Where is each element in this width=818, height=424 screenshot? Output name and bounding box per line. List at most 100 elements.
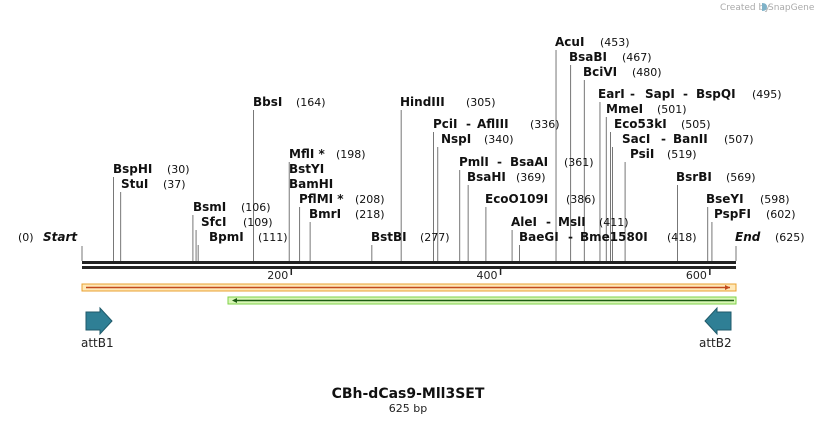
start-label: Start bbox=[43, 230, 78, 244]
site-position: (111) bbox=[258, 231, 288, 244]
site-label[interactable]: BsrBI bbox=[676, 170, 712, 184]
site-position: (569) bbox=[726, 171, 756, 184]
site-label[interactable]: BanII bbox=[673, 132, 708, 146]
site-label[interactable]: MmeI bbox=[606, 102, 643, 116]
green-feature-arrow[interactable] bbox=[227, 296, 737, 305]
site-label[interactable]: SfcI bbox=[201, 215, 226, 229]
plasmid-length: 625 bp bbox=[389, 402, 427, 415]
site-label[interactable]: EcoO109I bbox=[485, 192, 548, 206]
ruler-tick-label: 600 bbox=[686, 269, 707, 282]
site-position: (411) bbox=[599, 216, 629, 229]
site-separator: - bbox=[630, 87, 635, 101]
site-position: (505) bbox=[681, 118, 711, 131]
site-label[interactable]: BseYI bbox=[706, 192, 744, 206]
site-label[interactable]: AflIII bbox=[477, 117, 509, 131]
site-label[interactable]: BamHI bbox=[289, 177, 333, 191]
site-label[interactable]: AleI bbox=[511, 215, 537, 229]
site-position: (361) bbox=[564, 156, 594, 169]
features bbox=[81, 283, 737, 305]
site-label[interactable]: BpmI bbox=[209, 230, 244, 244]
snapgene-credit: Created by SnapGene bbox=[720, 3, 815, 13]
site-position: (519) bbox=[667, 148, 697, 161]
site-position: (218) bbox=[355, 208, 385, 221]
site-separator: - bbox=[683, 87, 688, 101]
site-separator: - bbox=[568, 230, 573, 244]
site-label[interactable]: MslI bbox=[558, 215, 586, 229]
site-position: (109) bbox=[243, 216, 273, 229]
site-position: (495) bbox=[752, 88, 782, 101]
site-label[interactable]: BspHI bbox=[113, 162, 152, 176]
site-label[interactable]: PciI bbox=[433, 117, 458, 131]
site-label[interactable]: SacI bbox=[622, 132, 650, 146]
site-position: (501) bbox=[657, 103, 687, 116]
site-position: (386) bbox=[566, 193, 596, 206]
site-position: (598) bbox=[760, 193, 790, 206]
site-label[interactable]: BsaAI bbox=[510, 155, 548, 169]
end-label: End bbox=[735, 230, 761, 244]
site-label[interactable]: NspI bbox=[441, 132, 471, 146]
attb2-feature[interactable]: attB2 bbox=[699, 306, 732, 350]
site-label[interactable]: PspFI bbox=[714, 207, 751, 221]
attb1-label: attB1 bbox=[81, 336, 114, 350]
site-label[interactable]: Eco53kI bbox=[614, 117, 667, 131]
site-leader-lines bbox=[81, 50, 737, 261]
site-position: (277) bbox=[420, 231, 450, 244]
site-label[interactable]: BstYI bbox=[289, 162, 324, 176]
site-label[interactable]: BaeGI bbox=[519, 230, 559, 244]
site-label[interactable]: BstBI bbox=[371, 230, 407, 244]
attb1-arrow-icon bbox=[85, 306, 113, 336]
site-label[interactable]: EarI bbox=[598, 87, 625, 101]
site-position: (369) bbox=[516, 171, 546, 184]
site-separator: - bbox=[661, 132, 666, 146]
site-position: (480) bbox=[632, 66, 662, 79]
ruler-tick-label: 400 bbox=[477, 269, 498, 282]
site-label[interactable]: HindIII bbox=[400, 95, 445, 109]
restriction-sites: AcuI (453) BsaBI (467) BciVI (480) EarI … bbox=[113, 35, 796, 244]
credit-prefix: Created by bbox=[720, 3, 770, 13]
site-label[interactable]: Bme1580I bbox=[580, 230, 648, 244]
end-position: (625) bbox=[775, 231, 805, 244]
site-position: (106) bbox=[241, 201, 271, 214]
site-label[interactable]: PsiI bbox=[630, 147, 654, 161]
site-position: (507) bbox=[724, 133, 754, 146]
site-position: (164) bbox=[296, 96, 326, 109]
site-label[interactable]: MflI * bbox=[289, 147, 325, 161]
site-label[interactable]: PflMI * bbox=[299, 192, 344, 206]
site-separator: - bbox=[497, 155, 502, 169]
sequence-backbone bbox=[82, 261, 736, 269]
site-position: (198) bbox=[336, 148, 366, 161]
snapgene-logo-icon bbox=[762, 3, 767, 11]
site-position: (467) bbox=[622, 51, 652, 64]
ruler-ticks: 200 400 600 bbox=[267, 266, 711, 282]
ruler-tick-label: 200 bbox=[267, 269, 288, 282]
site-position: (30) bbox=[167, 163, 190, 176]
site-label[interactable]: SapI bbox=[645, 87, 675, 101]
site-position: (340) bbox=[484, 133, 514, 146]
site-label[interactable]: BsaHI bbox=[467, 170, 506, 184]
site-position: (208) bbox=[355, 193, 385, 206]
site-label[interactable]: BciVI bbox=[583, 65, 617, 79]
site-position: (602) bbox=[766, 208, 796, 221]
site-position: (418) bbox=[667, 231, 697, 244]
site-label[interactable]: BspQI bbox=[696, 87, 736, 101]
site-label[interactable]: BbsI bbox=[253, 95, 282, 109]
site-position: (305) bbox=[466, 96, 496, 109]
site-label[interactable]: PmlI bbox=[459, 155, 489, 169]
site-label[interactable]: BsaBI bbox=[569, 50, 607, 64]
site-position: (336) bbox=[530, 118, 560, 131]
site-label[interactable]: StuI bbox=[121, 177, 148, 191]
attb2-label: attB2 bbox=[699, 336, 732, 350]
attb2-arrow-icon bbox=[704, 306, 732, 336]
start-position: (0) bbox=[18, 231, 34, 244]
orange-feature-arrow[interactable] bbox=[81, 283, 737, 292]
plasmid-name: CBh-dCas9-Mll3SET bbox=[332, 386, 485, 402]
site-position: (37) bbox=[163, 178, 186, 191]
site-position: (453) bbox=[600, 36, 630, 49]
site-label[interactable]: BsmI bbox=[193, 200, 226, 214]
site-label[interactable]: BmrI bbox=[309, 207, 341, 221]
site-label[interactable]: AcuI bbox=[555, 35, 584, 49]
credit-brand: SnapGene bbox=[768, 3, 815, 13]
site-separator: - bbox=[546, 215, 551, 229]
attb1-feature[interactable]: attB1 bbox=[81, 306, 114, 350]
